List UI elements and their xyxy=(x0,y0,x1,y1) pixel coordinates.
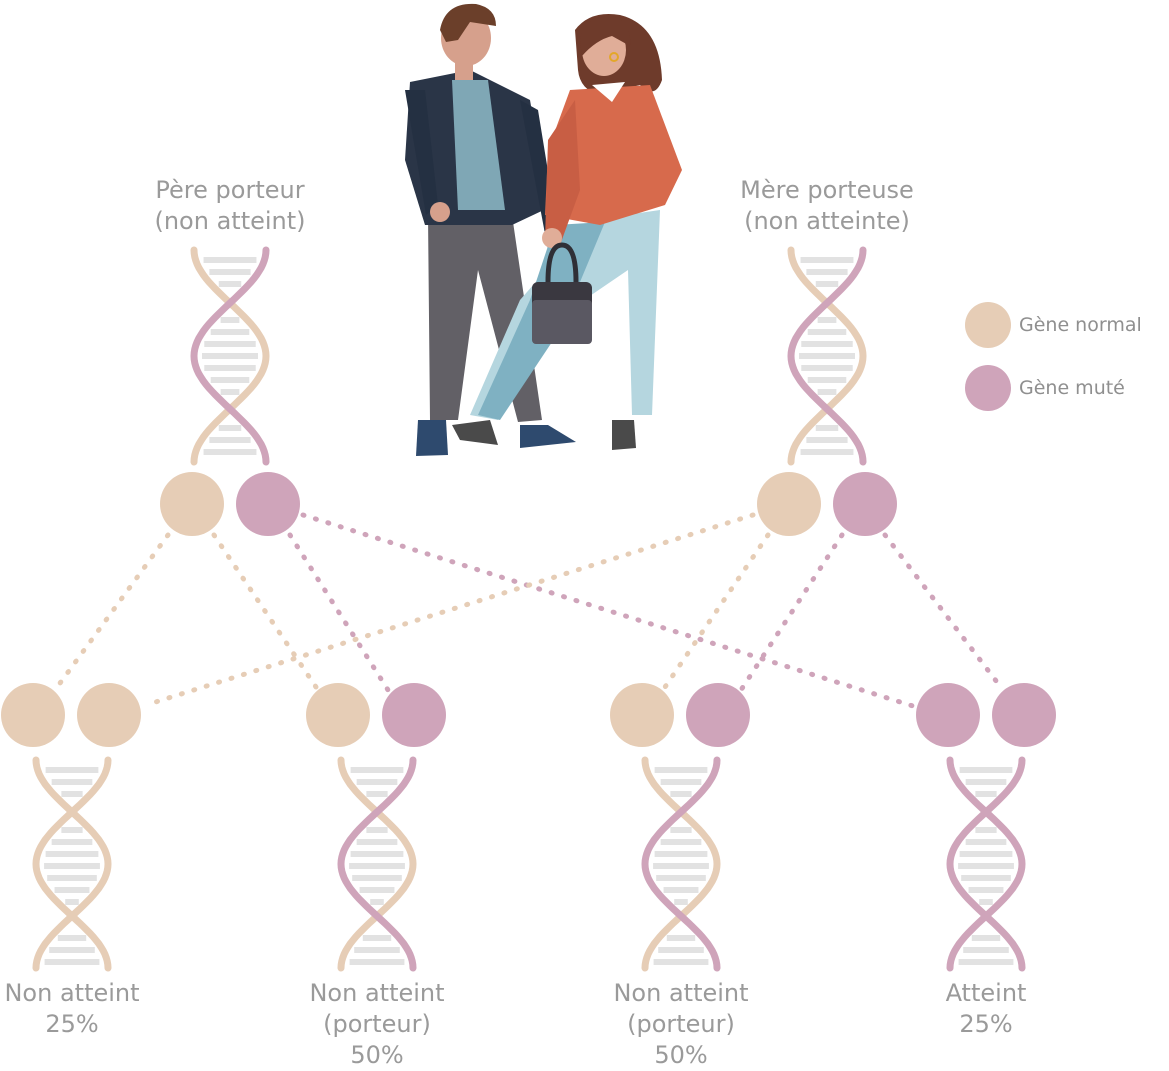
link-father-mutated-child4 xyxy=(300,512,916,709)
child-4-allele-b xyxy=(992,683,1056,747)
father-dna-icon xyxy=(190,246,270,466)
link-mother-normal-child1 xyxy=(143,512,756,708)
link-father-normal-child2 xyxy=(211,532,321,693)
link-mother-normal-child3 xyxy=(660,532,771,693)
link-mother-mutated-child3 xyxy=(738,532,845,693)
mother-dna-icon xyxy=(787,246,867,466)
legend-mutated-swatch xyxy=(965,365,1011,411)
couple-illustration xyxy=(405,3,682,456)
child-2-allele-a xyxy=(306,683,370,747)
handbag-icon xyxy=(532,242,592,344)
child-1-dna-icon xyxy=(32,756,112,972)
child-3-label-line3: 50% xyxy=(654,1041,708,1069)
legend-mutated-label: Gène muté xyxy=(1019,377,1125,399)
father-allele-mutated xyxy=(236,472,300,536)
father-label-line1: Père porteur xyxy=(155,176,305,204)
child-1-label: Non atteint 25% xyxy=(4,978,139,1040)
child-3-allele-a xyxy=(610,683,674,747)
dna-strand-b xyxy=(946,756,1026,972)
mother-label-line1: Mère porteuse xyxy=(740,176,914,204)
legend-normal-label: Gène normal xyxy=(1019,314,1142,336)
child-2-allele-b xyxy=(382,683,446,747)
child-2-label-line3: 50% xyxy=(350,1041,404,1069)
child-3-allele-b xyxy=(686,683,750,747)
dna-strand-b xyxy=(641,756,721,972)
dna-strand-b xyxy=(190,246,270,466)
mother-label: Mère porteuse (non atteinte) xyxy=(740,175,914,237)
dna-strand-b xyxy=(337,756,417,972)
inheritance-links xyxy=(52,512,1006,709)
child-2-label-line2: (porteur) xyxy=(323,1010,431,1038)
child-3-label-line2: (porteur) xyxy=(627,1010,735,1038)
dna-strand-a xyxy=(641,756,721,972)
child-2-label: Non atteint (porteur) 50% xyxy=(309,978,444,1071)
child-1-allele-a xyxy=(1,683,65,747)
link-father-mutated-child2 xyxy=(287,532,391,693)
mother-allele-normal xyxy=(757,472,821,536)
child-4-allele-a xyxy=(916,683,980,747)
dna-strand-a xyxy=(190,246,270,466)
child-3-dna-icon xyxy=(641,756,721,972)
allele-circles xyxy=(1,472,1056,747)
father-label: Père porteur (non atteint) xyxy=(154,175,305,237)
child-3-label-line1: Non atteint xyxy=(613,979,749,1007)
child-1-label-line1: Non atteint xyxy=(4,979,140,1007)
dna-strand-a xyxy=(946,756,1026,972)
dna-strand-a xyxy=(787,246,867,466)
child-3-label: Non atteint (porteur) 50% xyxy=(613,978,748,1071)
child-4-label-line2: 25% xyxy=(959,1010,1013,1038)
link-father-normal-child1 xyxy=(52,532,171,693)
child-4-label-line1: Atteint xyxy=(945,979,1027,1007)
link-mother-mutated-child4 xyxy=(882,532,1006,693)
father-label-line2: (non atteint) xyxy=(154,207,306,235)
mother-allele-mutated xyxy=(833,472,897,536)
legend-normal-swatch xyxy=(965,302,1011,348)
dna-strand-a xyxy=(32,756,112,972)
child-1-allele-b xyxy=(77,683,141,747)
child-1-label-line2: 25% xyxy=(45,1010,99,1038)
child-4-label: Atteint 25% xyxy=(946,978,1027,1040)
child-4-dna-icon xyxy=(946,756,1026,972)
child-2-label-line1: Non atteint xyxy=(309,979,445,1007)
child-2-dna-icon xyxy=(337,756,417,972)
dna-strand-b xyxy=(787,246,867,466)
dna-strand-a xyxy=(337,756,417,972)
father-allele-normal xyxy=(160,472,224,536)
mother-label-line2: (non atteinte) xyxy=(744,207,910,235)
dna-strand-b xyxy=(32,756,112,972)
